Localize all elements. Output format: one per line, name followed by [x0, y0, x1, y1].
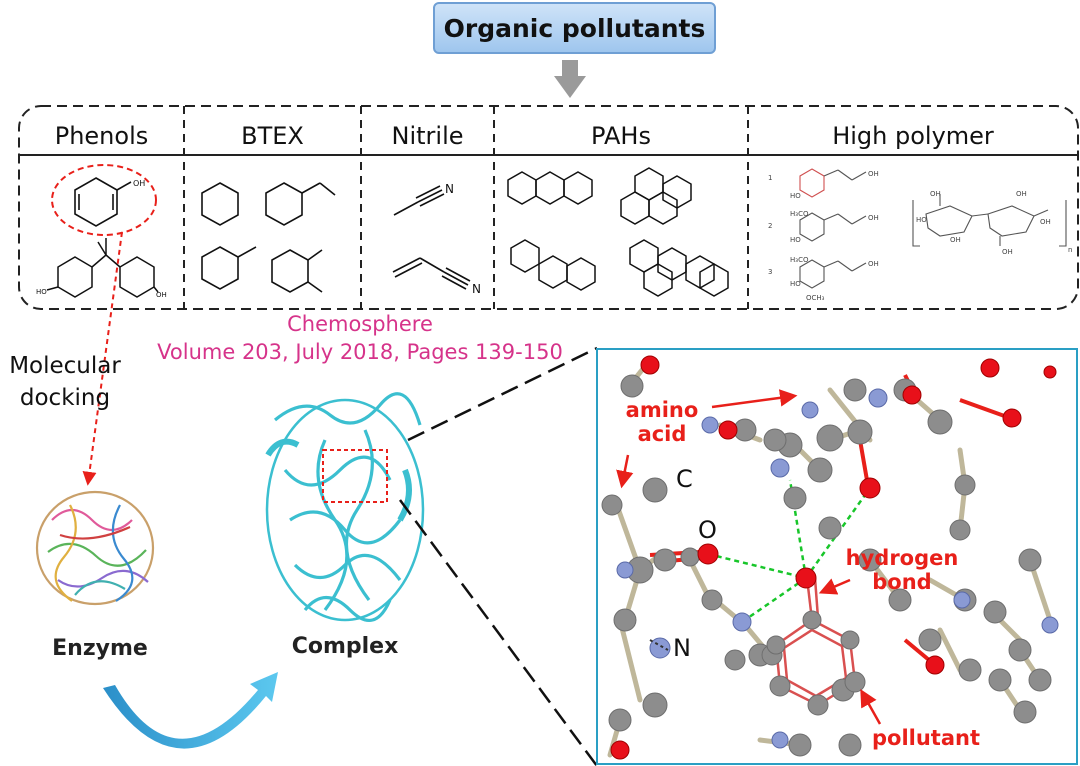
highlight-ellipse [51, 164, 157, 236]
svg-text:HO: HO [790, 236, 801, 244]
pollutant-label: pollutant [871, 726, 980, 750]
enzyme-structure [35, 490, 155, 606]
svg-text:H₃CO: H₃CO [790, 256, 809, 264]
svg-text:OH: OH [1016, 190, 1027, 198]
curved-blue-arrow [103, 672, 278, 749]
citation-journal: Chemosphere [287, 312, 433, 336]
svg-text:OH: OH [1040, 218, 1051, 226]
phenol-molecule [74, 177, 132, 227]
citation-volume: Volume 203, July 2018, Pages 139-150 [157, 340, 563, 364]
down-arrow-icon [554, 60, 586, 98]
header-btex: BTEX [241, 122, 304, 150]
complex-protein [265, 392, 425, 622]
zoom-connector-top [407, 346, 598, 442]
btex-molecules [201, 182, 336, 293]
atom-label-o: O [698, 516, 717, 544]
svg-text:3: 3 [768, 268, 772, 276]
page-title: Organic pollutants [433, 2, 716, 54]
svg-text:OH: OH [950, 236, 961, 244]
amino-acid-label: amino acid [625, 398, 699, 446]
binding-site-box [322, 449, 388, 503]
polymer-atom-labels: 1 2 3 HO OH H₃CO HO OH H₃CO HO OCH₃ OH OH HO OH OH… [768, 170, 1072, 302]
svg-text:H₃CO: H₃CO [790, 210, 809, 218]
complex-label: Complex [291, 634, 399, 659]
svg-text:OH: OH [1002, 248, 1013, 256]
enzyme-label: Enzyme [52, 636, 148, 661]
header-pahs: PAHs [591, 122, 651, 150]
category-table-border [18, 105, 1079, 310]
svg-text:OH: OH [868, 170, 879, 178]
pah-molecules [507, 167, 729, 297]
svg-text:OH: OH [868, 214, 879, 222]
svg-text:n: n [1068, 246, 1072, 254]
svg-text:2: 2 [768, 222, 772, 230]
column-dividers [183, 106, 749, 309]
nitrile-molecules [392, 185, 471, 290]
svg-text:OCH₃: OCH₃ [806, 294, 825, 302]
polymer-molecules [799, 168, 1067, 289]
header-nitrile: Nitrile [391, 122, 464, 150]
header-phenols: Phenols [54, 122, 149, 150]
header-high-polymer: High polymer [832, 122, 994, 150]
bisphenol-molecule [46, 238, 159, 298]
svg-text:N: N [445, 182, 454, 196]
zoom-annotation-arrows [616, 389, 882, 725]
svg-text:HO: HO [790, 192, 801, 200]
svg-text:OH: OH [868, 260, 879, 268]
svg-text:HO: HO [790, 280, 801, 288]
svg-text:OH: OH [156, 291, 167, 299]
svg-text:OH: OH [133, 179, 145, 188]
svg-text:HO: HO [916, 216, 927, 224]
zoom-atoms-red [610, 355, 1057, 760]
hydrogen-bond-label: hydrogen bond [845, 546, 959, 594]
atom-label-n: N [673, 634, 691, 662]
docking-arrow [82, 231, 123, 486]
svg-text:1: 1 [768, 174, 772, 182]
svg-text:HO: HO [36, 288, 47, 296]
svg-text:OH: OH [930, 190, 941, 198]
zoom-atoms-blue [616, 388, 1059, 749]
zoom-atoms-grey [601, 374, 1052, 757]
svg-text:N: N [472, 282, 481, 296]
molecular-docking-label: Molecular docking [9, 353, 121, 411]
zoom-connector-bottom [398, 499, 599, 766]
atom-label-c: C [676, 465, 693, 493]
